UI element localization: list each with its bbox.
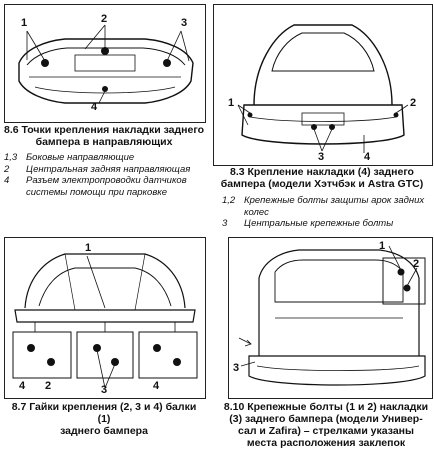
bumper-cover-guides-illustration [18, 24, 194, 104]
caption-line: 8.10 Крепежные болты (1 и 2) накладки [223, 401, 429, 413]
figure-8-3-caption: 8.3 Крепление накладки (4) заднего бампе… [213, 166, 431, 190]
caption-line: (3) заднего бампера (модели Универ- [229, 413, 423, 425]
figure-8-6-drawing: 1 2 3 4 [4, 4, 206, 123]
figure-8-7-caption: 8.7 Гайки крепления (2, 3 и 4) балки (1)… [4, 401, 204, 437]
callout-3: 3 [233, 362, 240, 374]
figure-8-10-drawing: 1 2 3 [228, 237, 433, 399]
hatchback-rear-illustration [237, 24, 409, 153]
callout-1: 1 [85, 242, 92, 254]
caption-line: заднего бампера [60, 425, 148, 437]
figure-8-6-legend: 1,3 Боковые направляющие 2 Центральная зад… [4, 152, 204, 198]
legend-num: 3 [222, 218, 228, 229]
callout-2: 2 [101, 13, 108, 25]
callout-4-right: 4 [153, 380, 160, 392]
caption-line: 8.6 Точки крепления накладки заднего [4, 124, 204, 136]
callout-3: 3 [101, 384, 108, 396]
caption-line: сал и Zafira) – стрелками указаны [238, 425, 414, 437]
callout-2: 2 [45, 380, 52, 392]
legend-row: 1,2 Крепежные болты защиты арок задних ко… [222, 195, 428, 218]
wagon-rear-bolts-illustration [238, 245, 426, 386]
legend-text: Крепежные болты защиты арок задних колес [244, 195, 425, 218]
legend-text: Центральные крепежные болты [244, 218, 394, 229]
legend-num: 1,3 [4, 152, 18, 163]
figure-8-10-caption: 8.10 Крепежные болты (1 и 2) накладки (3… [218, 401, 434, 449]
caption-line: 8.7 Гайки крепления (2, 3 и 4) балки (1) [11, 401, 197, 425]
caption-line: бампера (модели Хэтчбэк и Astra GTC) [220, 178, 424, 190]
callout-1: 1 [379, 240, 386, 252]
legend-num: 1,2 [222, 195, 236, 206]
figure-8-6-caption: 8.6 Точки крепления накладки заднего бам… [4, 124, 204, 148]
legend-num: 4 [4, 175, 10, 186]
callout-4: 4 [364, 151, 371, 163]
legend-row: 3 Центральные крепежные болты [222, 218, 428, 230]
callout-4: 4 [91, 101, 98, 113]
callout-2: 2 [410, 97, 417, 109]
caption-line: 8.3 Крепление накладки (4) заднего [230, 166, 414, 178]
callout-3: 3 [318, 151, 325, 163]
bumper-beam-nuts-illustration [12, 253, 198, 389]
figure-8-3-legend: 1,2 Крепежные болты защиты арок задних ко… [222, 195, 428, 230]
legend-row: 2 Центральная задняя направляющая [4, 164, 204, 176]
legend-text: Разъем электропроводки датчиков системы … [26, 175, 187, 198]
callout-1: 1 [21, 17, 28, 29]
legend-num: 2 [4, 163, 10, 175]
legend-text: Боковые направляющие [26, 152, 135, 163]
legend-row: 4 Разъем электропроводки датчиков системы… [4, 175, 204, 198]
callout-2: 2 [413, 258, 420, 270]
legend-text: Центральная задняя направляющая [26, 163, 191, 175]
callout-3: 3 [181, 17, 188, 29]
legend-row: 1,3 Боковые направляющие [4, 152, 204, 164]
callout-1: 1 [228, 97, 235, 109]
caption-line: бампера в направляющих [35, 136, 173, 148]
figure-8-3-drawing: 1 2 3 4 [213, 4, 433, 166]
figure-8-7-drawing: 1 2 3 4 4 [4, 237, 206, 399]
callout-4: 4 [19, 380, 26, 392]
caption-line: места расположения заклепок [246, 437, 406, 449]
